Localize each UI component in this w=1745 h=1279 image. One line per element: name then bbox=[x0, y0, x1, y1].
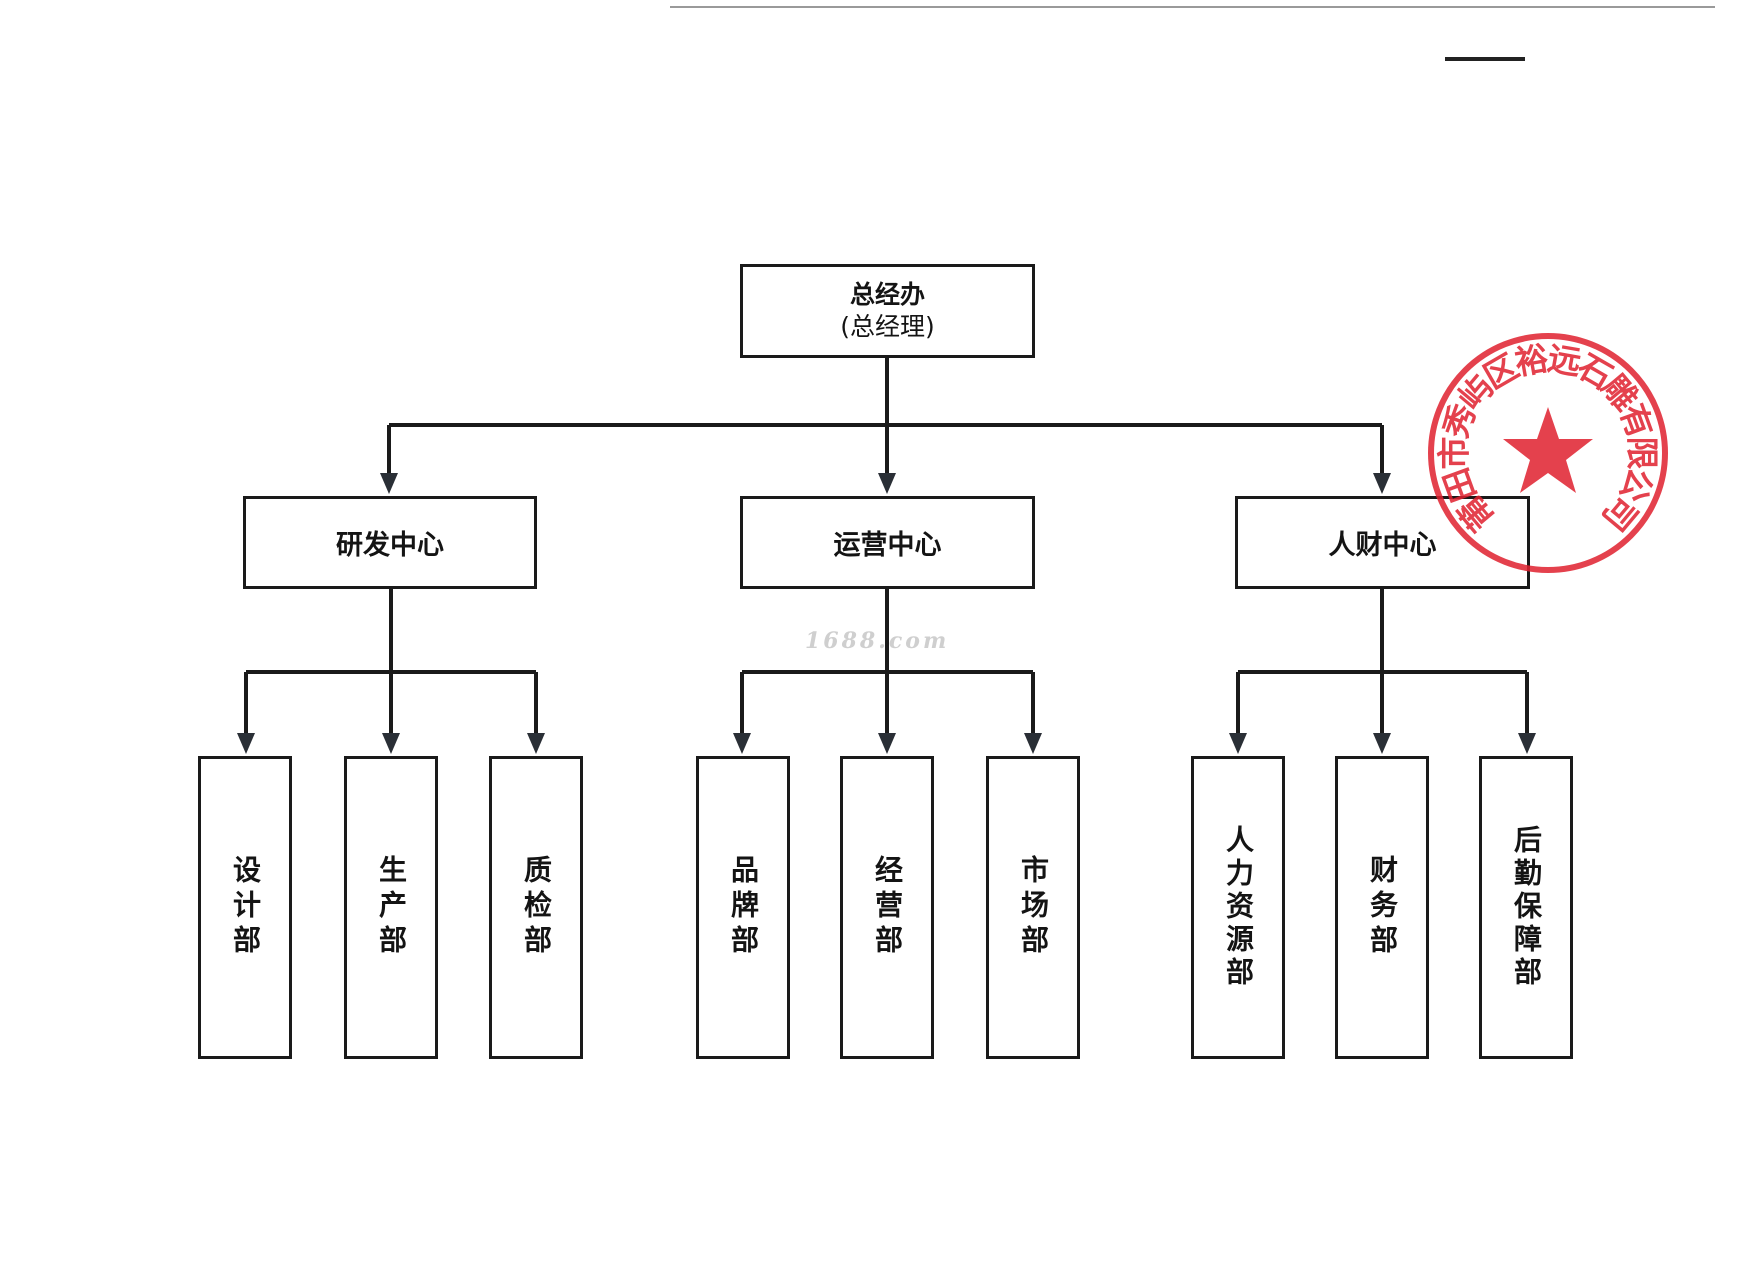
arrowhead bbox=[733, 733, 751, 754]
arrowhead bbox=[380, 473, 398, 494]
rd-center-node: 研发中心 bbox=[243, 496, 537, 589]
hr-finance-center-label: 人财中心 bbox=[1328, 530, 1437, 561]
seal-character: 限 bbox=[1623, 437, 1662, 470]
business-dept-node: 经营部 bbox=[840, 756, 934, 1059]
logistics-dept-node: 后勤保障部 bbox=[1479, 756, 1573, 1059]
arrowhead bbox=[878, 473, 896, 494]
arrowhead bbox=[382, 733, 400, 754]
general-office-node: 总经办 (总经理) bbox=[740, 264, 1035, 358]
page-number-dash bbox=[1445, 57, 1525, 61]
finance-dept-node: 财务部 bbox=[1335, 756, 1429, 1059]
arrowhead bbox=[1229, 733, 1247, 754]
business-dept-label: 经营部 bbox=[871, 855, 904, 960]
seal-character: 远 bbox=[1545, 338, 1584, 382]
operations-center-node: 运营中心 bbox=[740, 496, 1035, 589]
arrowhead bbox=[1373, 473, 1391, 494]
design-dept-label: 设计部 bbox=[229, 855, 262, 960]
hr-dept-node: 人力资源部 bbox=[1191, 756, 1285, 1059]
arrowhead bbox=[1024, 733, 1042, 754]
design-dept-node: 设计部 bbox=[198, 756, 292, 1059]
arrowhead bbox=[1518, 733, 1536, 754]
arrowhead bbox=[878, 733, 896, 754]
brand-dept-node: 品牌部 bbox=[696, 756, 790, 1059]
hr-finance-center-node: 人财中心 bbox=[1235, 496, 1530, 589]
arrowhead bbox=[527, 733, 545, 754]
scan-edge-line bbox=[670, 6, 1715, 8]
market-dept-label: 市场部 bbox=[1017, 855, 1050, 960]
seal-character: 裕 bbox=[1512, 338, 1551, 382]
production-dept-label: 生产部 bbox=[375, 855, 408, 960]
general-manager-subtitle: (总经理) bbox=[840, 312, 935, 341]
quality-dept-label: 质检部 bbox=[520, 855, 553, 960]
seal-character: 市 bbox=[1435, 437, 1474, 470]
hr-dept-label: 人力资源部 bbox=[1222, 825, 1255, 990]
production-dept-node: 生产部 bbox=[344, 756, 438, 1059]
market-dept-node: 市场部 bbox=[986, 756, 1080, 1059]
finance-dept-label: 财务部 bbox=[1366, 855, 1399, 960]
general-office-title: 总经办 bbox=[849, 280, 925, 309]
arrowhead bbox=[237, 733, 255, 754]
operations-center-label: 运营中心 bbox=[833, 530, 942, 561]
logistics-dept-label: 后勤保障部 bbox=[1510, 825, 1543, 990]
seal-star-icon bbox=[1503, 407, 1593, 493]
rd-center-label: 研发中心 bbox=[336, 530, 444, 561]
brand-dept-label: 品牌部 bbox=[727, 855, 760, 960]
arrowhead bbox=[1373, 733, 1391, 754]
quality-dept-node: 质检部 bbox=[489, 756, 583, 1059]
site-watermark: 1688.com bbox=[805, 628, 950, 654]
